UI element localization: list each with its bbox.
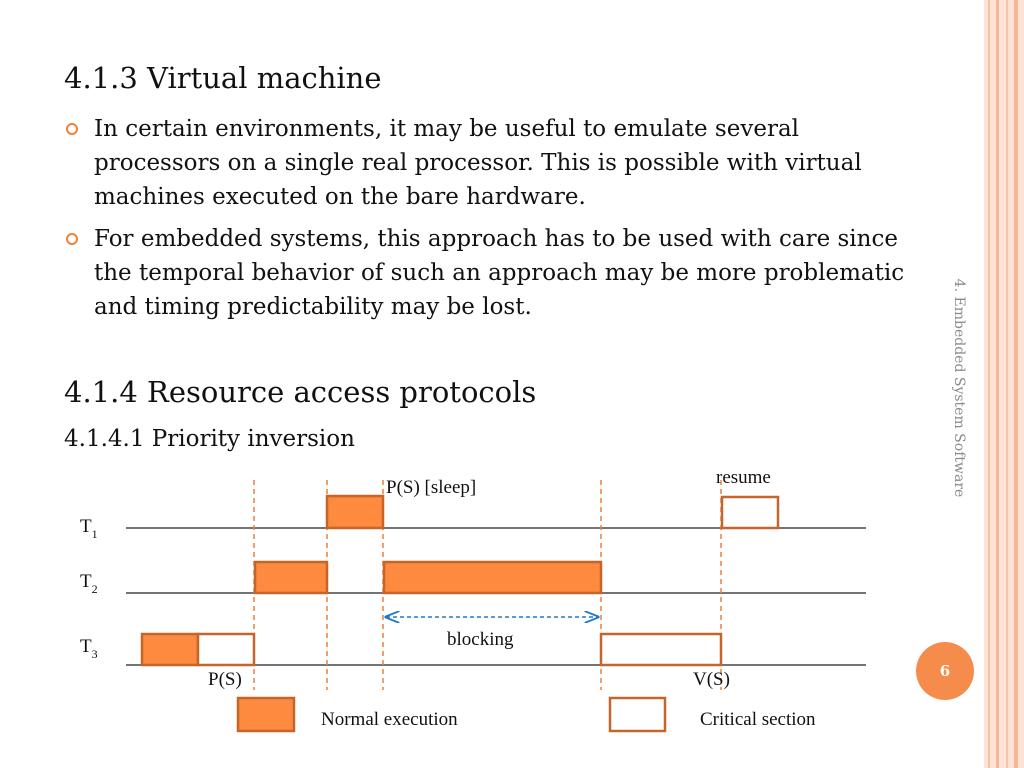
task-label-t2-sub: 2 xyxy=(92,582,98,596)
annotation-resume: resume xyxy=(716,467,771,488)
annotation-blocking: blocking xyxy=(447,629,514,650)
legend-normal-swatch xyxy=(236,696,296,733)
bullet-text: In certain environments, it may be usefu… xyxy=(94,116,862,210)
t3-normal-block xyxy=(140,632,200,667)
annotation-vs: V(S) xyxy=(693,669,730,690)
t1-critical-block xyxy=(720,495,780,530)
annotation-ps: P(S) xyxy=(208,669,242,690)
section-heading: 4.1.3 Virtual machine xyxy=(64,61,382,95)
t2-normal-block xyxy=(253,560,329,595)
legend-normal-label: Normal execution xyxy=(321,709,458,730)
task-label-t3-sub: 3 xyxy=(92,647,98,661)
bullet-item: For embedded systems, this approach has … xyxy=(64,222,924,324)
task-label-t1-main: T xyxy=(80,516,92,537)
bullet-icon xyxy=(66,233,78,245)
page-number-badge: 6 xyxy=(916,642,974,700)
task-label-t3: T3 xyxy=(80,636,98,661)
subsection-heading: 4.1.4.1 Priority inversion xyxy=(64,426,355,452)
t2-normal-block xyxy=(382,560,603,595)
bullet-item: In certain environments, it may be usefu… xyxy=(64,112,924,214)
bullet-icon xyxy=(66,123,78,135)
t1-normal-block xyxy=(325,494,385,530)
task-label-t1: T1 xyxy=(80,516,98,541)
t3-critical-block xyxy=(196,632,256,667)
t3-critical-block xyxy=(599,632,723,667)
legend-critical-label: Critical section xyxy=(700,709,816,730)
bullet-text: For embedded systems, this approach has … xyxy=(94,226,905,320)
bullet-list: In certain environments, it may be usefu… xyxy=(64,112,924,332)
task-label-t2-main: T xyxy=(80,571,92,592)
legend-critical-swatch xyxy=(608,696,667,733)
annotation-ps-sleep: P(S) [sleep] xyxy=(386,477,476,498)
task-label-t3-main: T xyxy=(80,636,92,657)
section-heading-2: 4.1.4 Resource access protocols xyxy=(64,375,537,409)
task-label-t2: T2 xyxy=(80,571,98,596)
task-label-t1-sub: 1 xyxy=(92,527,98,541)
